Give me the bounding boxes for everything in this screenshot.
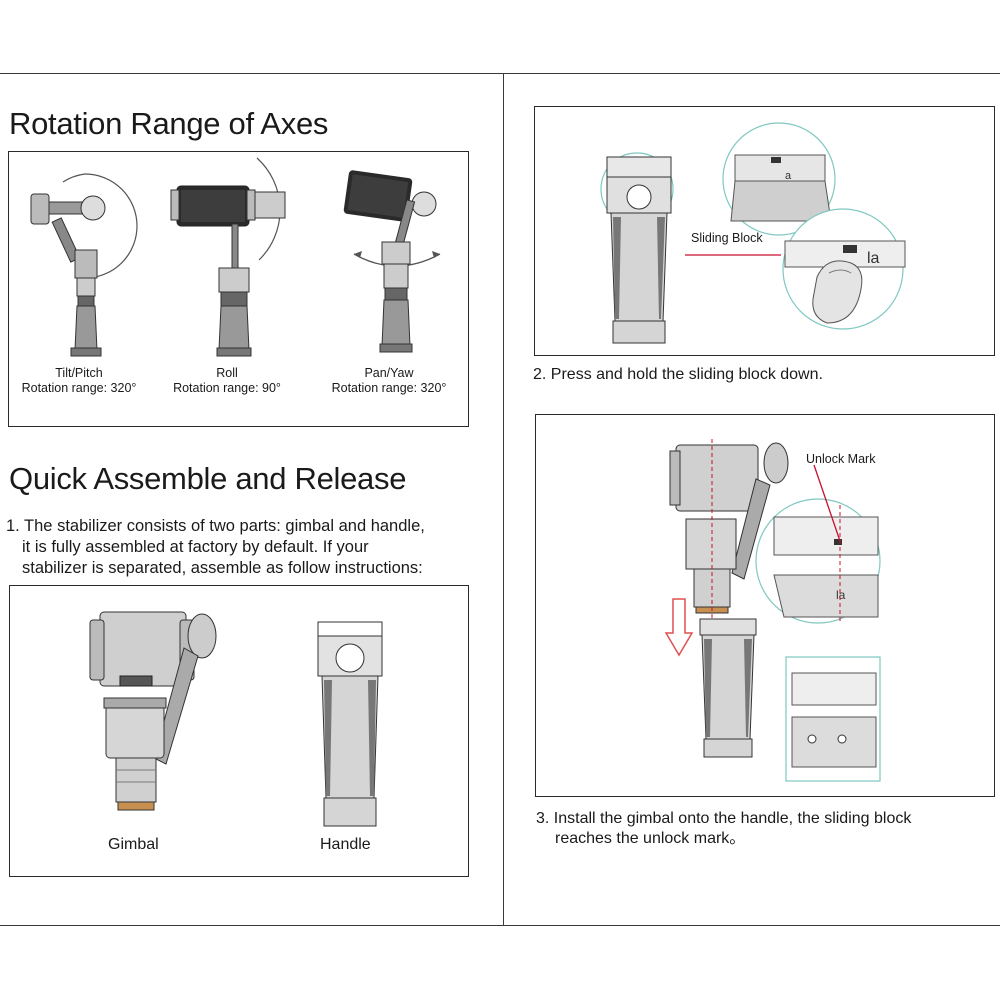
step3-gimbal-illustration bbox=[669, 439, 789, 639]
roll-illustration bbox=[170, 157, 286, 357]
step2-magnifier-top: a bbox=[722, 122, 836, 236]
step1-line-3: stabilizer is separated, assemble as fol… bbox=[22, 559, 423, 577]
step1-line-2: it is fully assembled at factory by defa… bbox=[22, 538, 369, 556]
axis-name-roll: Roll bbox=[216, 366, 238, 380]
step2-caption: 2. Press and hold the sliding block down… bbox=[533, 366, 823, 383]
parts-panel: Gimbal Handle bbox=[9, 585, 469, 877]
pan-yaw-illustration bbox=[343, 170, 441, 353]
handle-illustration bbox=[317, 621, 383, 827]
column-divider bbox=[503, 73, 504, 925]
assemble-heading: Quick Assemble and Release bbox=[9, 461, 407, 496]
svg-text:a: a bbox=[785, 170, 792, 182]
step3-handle-illustration bbox=[699, 618, 757, 758]
step2-magnifier-finger: la bbox=[782, 208, 906, 330]
svg-text:la: la bbox=[836, 588, 846, 602]
step3-panel: la Unlock Mark bbox=[535, 414, 995, 797]
gimbal-illustration bbox=[89, 611, 217, 811]
tilt-pitch-illustration bbox=[30, 173, 138, 357]
axis-name-tilt-pitch: Tilt/Pitch bbox=[55, 366, 103, 380]
part-label-gimbal: Gimbal bbox=[108, 836, 159, 853]
svg-text:la: la bbox=[867, 250, 880, 267]
step3-caption-line-1: 3. Install the gimbal onto the handle, t… bbox=[536, 810, 912, 827]
step3-callout-line bbox=[813, 464, 841, 542]
bottom-rule bbox=[0, 925, 1000, 926]
part-label-handle: Handle bbox=[320, 836, 371, 853]
rotation-axes-panel: Tilt/Pitch Rotation range: 320° Roll Rot… bbox=[8, 151, 469, 427]
step2-panel: a la Sliding Block bbox=[534, 106, 995, 356]
axis-range-tilt-pitch: Rotation range: 320° bbox=[21, 381, 137, 395]
axis-name-pan-yaw: Pan/Yaw bbox=[364, 366, 414, 380]
step3-detail-inset bbox=[785, 656, 881, 782]
axis-range-roll: Rotation range: 90° bbox=[173, 381, 281, 395]
rotation-heading: Rotation Range of Axes bbox=[9, 106, 329, 141]
down-arrow-icon bbox=[664, 598, 694, 657]
axis-range-pan-yaw: Rotation range: 320° bbox=[331, 381, 447, 395]
step2-callout-line bbox=[685, 254, 781, 256]
step3-caption-line-2: reaches the unlock mark。 bbox=[555, 830, 746, 847]
unlock-mark-label: Unlock Mark bbox=[806, 452, 876, 466]
step2-handle-illustration bbox=[600, 152, 674, 344]
step3-magnifier-unlock: la bbox=[755, 498, 881, 624]
step1-line-1: 1. The stabilizer consists of two parts:… bbox=[6, 517, 425, 535]
top-rule bbox=[0, 73, 1000, 74]
sliding-block-label: Sliding Block bbox=[691, 231, 763, 245]
